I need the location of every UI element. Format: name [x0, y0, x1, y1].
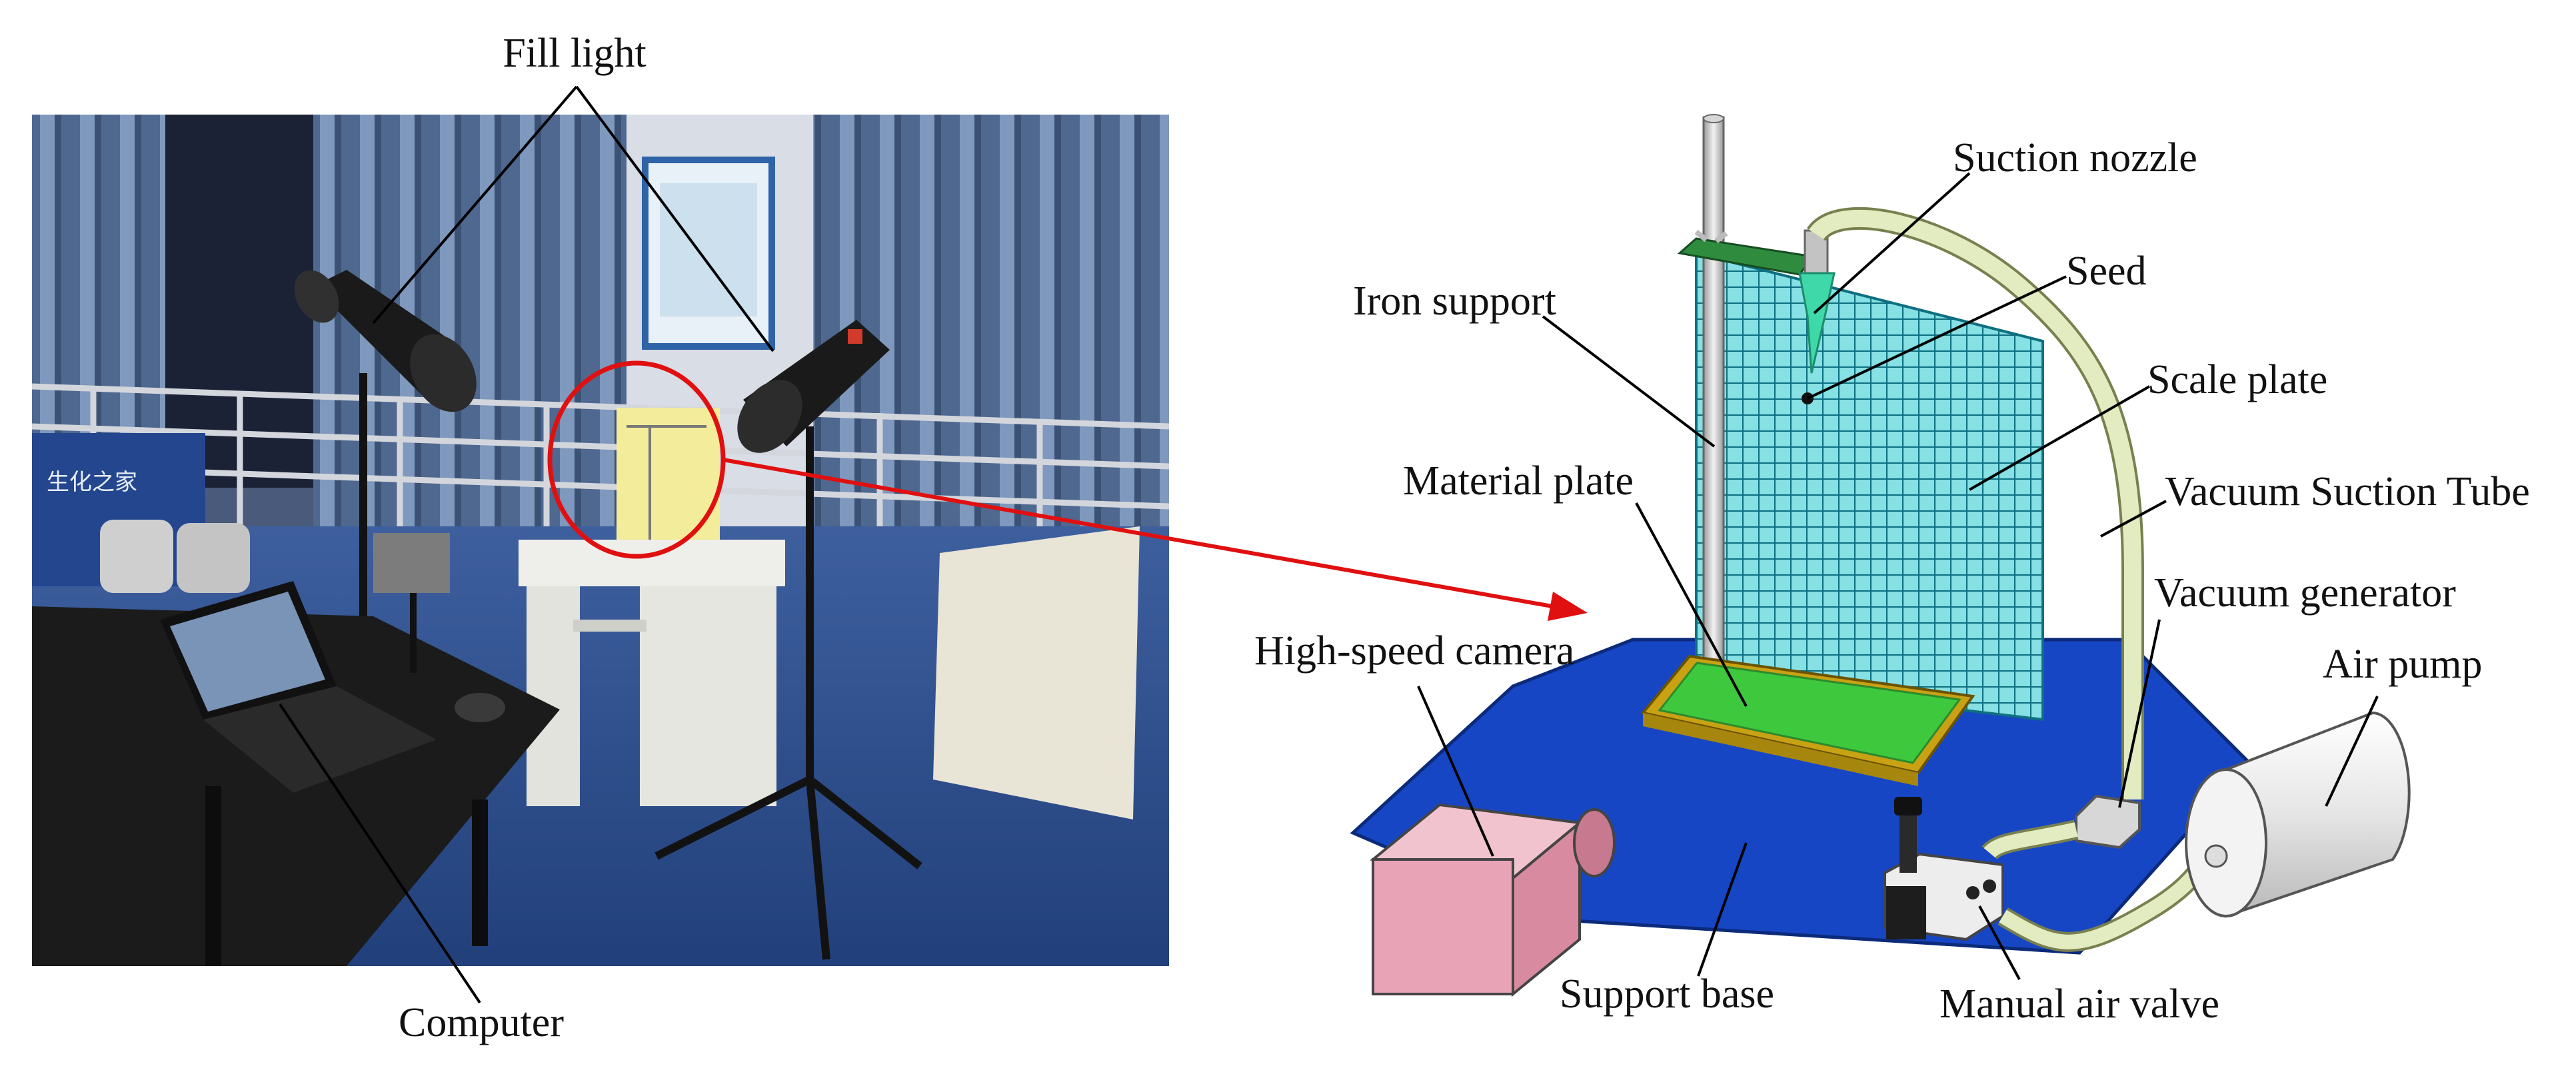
curtain-right [813, 115, 1169, 548]
label-fill-light: Fill light [503, 31, 646, 76]
iron-support-pole [1702, 116, 1725, 685]
label-manual-air-valve: Manual air valve [1939, 981, 2219, 1027]
air-pump [2185, 711, 2411, 918]
label-vacuum-suction-tube: Vacuum Suction Tube [2165, 469, 2530, 514]
material-plate [1640, 654, 1975, 786]
photo-pumps [100, 520, 250, 593]
scale-plate [1695, 251, 2044, 722]
desk [519, 540, 785, 806]
photo-camera [373, 533, 450, 593]
label-material-plate: Material plate [1403, 458, 1634, 504]
suction-nozzle [1798, 272, 1836, 374]
label-suction-nozzle: Suction nozzle [1953, 135, 2197, 181]
light-stand-right [654, 426, 922, 960]
photo-mouse [455, 693, 505, 722]
iron-support-cap [1703, 114, 1724, 123]
label-seed: Seed [2066, 249, 2147, 294]
fill-light-left [294, 270, 477, 412]
label-scale-plate: Scale plate [2147, 357, 2327, 402]
photo-leader-lines [279, 85, 774, 1004]
diagram-leader-lines [1417, 172, 2379, 980]
red-arrow [722, 458, 1588, 621]
photo-laptop [160, 581, 437, 793]
label-support-base: Support base [1560, 971, 1774, 1017]
label-vacuum-generator: Vacuum generator [2154, 570, 2456, 616]
white-panel [933, 526, 1140, 819]
banner-text: 生化之家 [47, 469, 137, 496]
vacuum-generator [1981, 794, 2141, 860]
photo-scale-board [617, 408, 720, 551]
label-computer: Computer [399, 1000, 564, 1045]
manual-air-valve [1884, 797, 2004, 941]
lab-photo: 生化之家 [32, 115, 1169, 966]
fill-light-right [737, 320, 890, 453]
high-speed-camera [1370, 803, 1616, 997]
label-iron-support: Iron support [1353, 278, 1556, 324]
label-high-speed-camera: High-speed camera [1254, 628, 1574, 674]
label-air-pump: Air pump [2323, 642, 2482, 687]
